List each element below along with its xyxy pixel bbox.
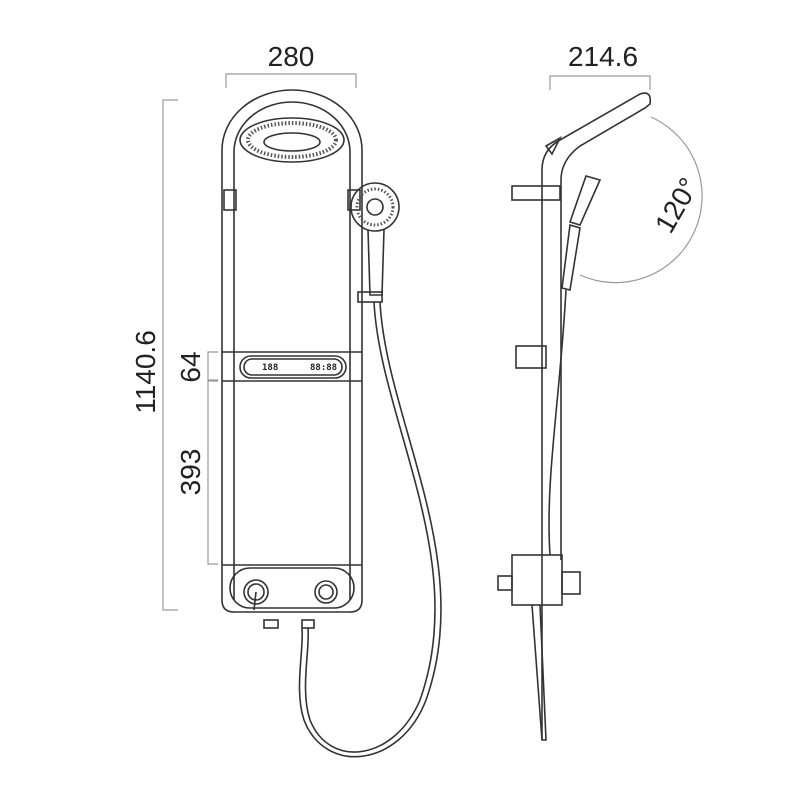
front-view: 280 1140.6 64 393 xyxy=(130,41,442,758)
side-view: 214.6 120° xyxy=(497,41,705,741)
rain-shower-head xyxy=(239,117,345,163)
display-height-label: 64 xyxy=(175,351,206,382)
width-dimension: 280 xyxy=(225,41,357,88)
display-height-dimension: 64 xyxy=(175,351,218,383)
width-label: 280 xyxy=(268,41,315,72)
temperature-readout: 188 xyxy=(262,363,278,373)
depth-dimension: 214.6 xyxy=(549,41,651,90)
height-dimension: 1140.6 xyxy=(130,99,178,611)
valve-distance-dimension: 393 xyxy=(175,380,218,565)
digital-display: 188 88:88 xyxy=(239,355,347,379)
height-label: 1140.6 xyxy=(130,330,161,414)
angle-dimension: 120° xyxy=(579,116,705,284)
depth-label: 214.6 xyxy=(568,41,638,72)
shower-hose xyxy=(304,301,436,753)
hand-shower xyxy=(350,182,400,303)
clock-readout: 88:88 xyxy=(310,363,337,373)
control-valves xyxy=(229,567,355,629)
panel-body xyxy=(221,89,363,613)
valve-distance-label: 393 xyxy=(175,449,206,496)
